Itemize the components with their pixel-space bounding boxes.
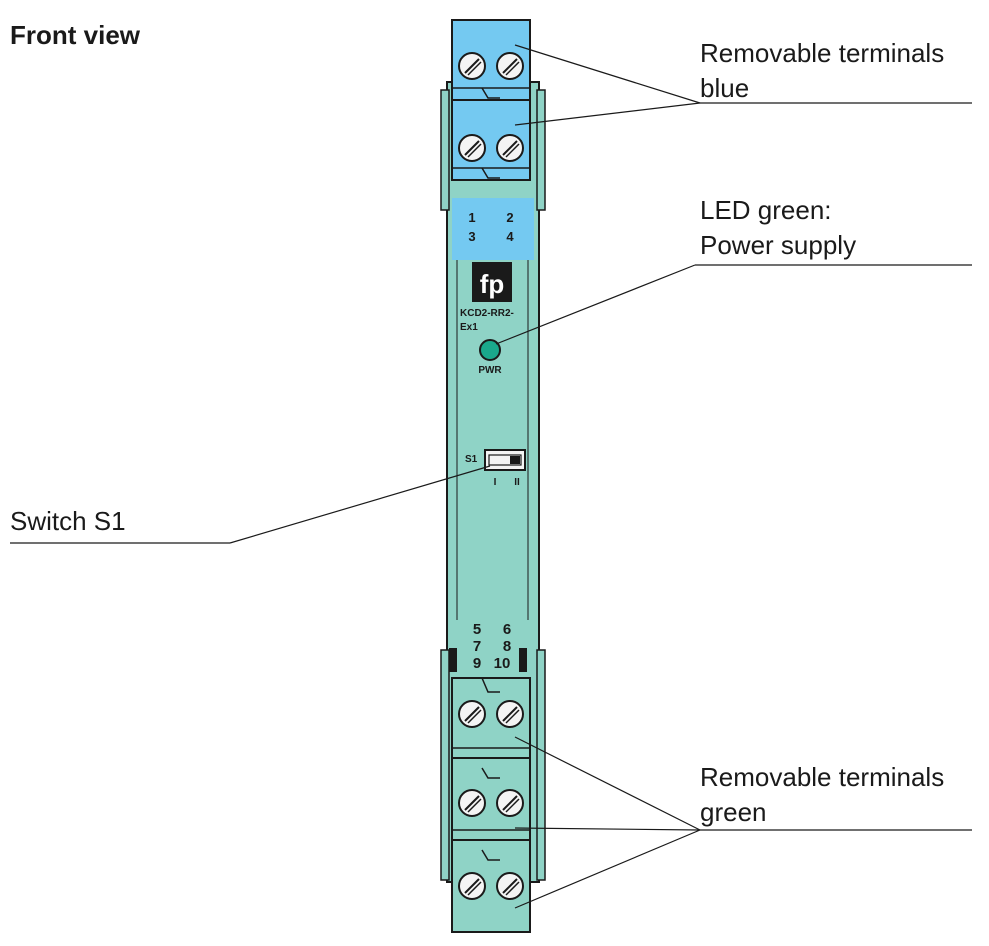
terminal-number-area-blue [452,198,534,260]
terminal-number-7: 7 [473,638,481,655]
leader-green-to-third [514,829,701,909]
terminal-number-10: 10 [494,655,511,672]
switch-slot [488,454,522,466]
screw-icon [496,789,524,817]
terminal-block-green-3 [451,839,531,933]
terminal-number-8: 8 [503,638,511,655]
switch-position-2: II [514,477,520,488]
screw-icon [496,700,524,728]
callout-terminals-green-line2: green [700,797,767,827]
terminal-number-6: 6 [503,621,511,638]
svg-text:fp: fp [480,269,505,299]
terminal-block-green-1 [451,677,531,759]
screw-icon [496,134,524,162]
callout-terminals-blue-line1: Removable terminals [700,38,945,68]
screw-icon [458,872,486,900]
model-name-line1: KCD2-RR2- [460,308,514,319]
callout-led-line2: Power supply [700,230,857,260]
callout-switch: Switch S1 [10,504,126,539]
screw-icon [458,134,486,162]
switch-slider [510,456,520,464]
screw-icon [458,700,486,728]
figure-title: Front view [10,20,141,50]
led-power-indicator [479,339,501,361]
leader-blue-to-second [514,102,701,126]
callout-switch-line1: Switch S1 [10,506,126,536]
leader-led-to-led [495,264,696,345]
terminal-number-3: 3 [468,229,475,244]
terminal-number-2: 2 [506,210,513,225]
screw-icon [458,789,486,817]
brand-logo: fp [472,262,512,302]
terminal-number-9: 9 [473,655,481,672]
callout-terminals-green-line1: Removable terminals [700,762,945,792]
callout-terminals-blue-line2: blue [700,73,750,103]
callout-terminals-green: Removable terminals green [700,760,944,830]
switch-label: S1 [465,454,478,465]
callout-terminals-blue: Removable terminals blue [700,36,944,106]
terminal-number-5: 5 [473,621,481,638]
led-label: PWR [478,365,502,376]
leader-green-to-first [514,736,701,831]
model-name-line2: Ex1 [460,322,478,333]
callout-led-line1: LED green: [700,195,832,225]
leader-blue-to-top [514,44,701,104]
leader-switch-to-switch [229,465,491,544]
switch-position-1: I [494,477,497,488]
screw-icon [458,52,486,80]
leader-lines [10,44,972,909]
screw-icon [496,872,524,900]
terminal-block-blue-1 [451,19,531,101]
leader-green-to-second [514,827,701,831]
terminal-number-1: 1 [468,210,475,225]
terminal-number-4: 4 [506,229,514,244]
screw-icon [496,52,524,80]
callout-led: LED green: Power supply [700,193,856,263]
terminal-block-blue-2 [451,99,531,181]
